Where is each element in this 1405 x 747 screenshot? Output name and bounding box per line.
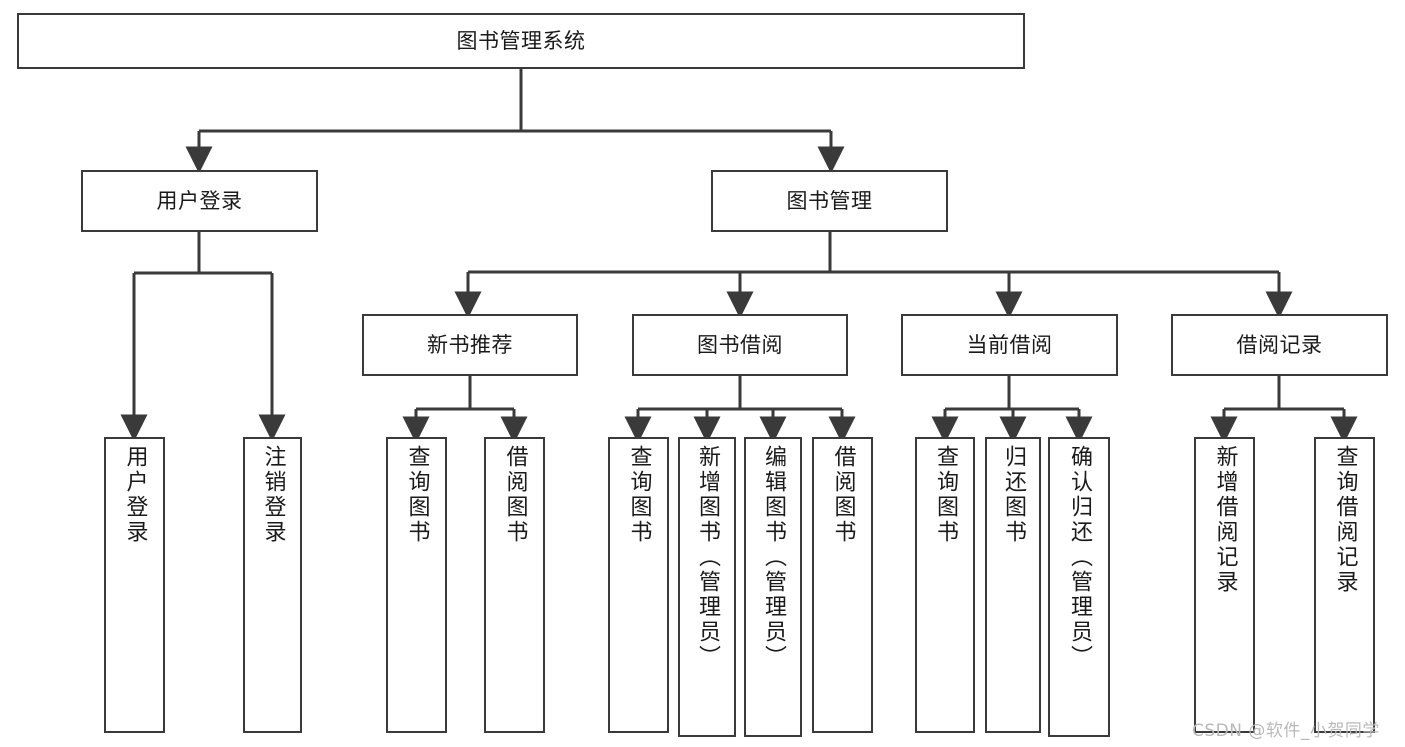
node-leaf-confirm-return[interactable]: 确认归还（管理员） [1048,437,1110,737]
node-leaf-query-record-label: 查询借阅记录 [1332,445,1358,595]
node-leaf-add-record-label: 新增借阅记录 [1212,445,1238,595]
node-current-borrow[interactable]: 当前借阅 [901,314,1118,376]
node-leaf-user-login[interactable]: 用户登录 [104,437,165,733]
node-leaf-query-book-2[interactable]: 查询图书 [608,437,669,733]
node-leaf-query-book-1-label: 查询图书 [404,445,430,545]
node-leaf-query-record[interactable]: 查询借阅记录 [1314,437,1375,733]
node-leaf-add-book-label: 新增图书（管理员） [695,445,720,670]
node-book-borrow-label: 图书借阅 [697,332,783,357]
node-current-borrow-label: 当前借阅 [966,332,1053,357]
node-leaf-user-login-label: 用户登录 [122,445,148,545]
node-leaf-borrow-book-1-label: 借阅图书 [502,445,528,545]
node-leaf-edit-book-label: 编辑图书（管理员） [761,445,786,670]
node-leaf-query-book-3-label: 查询图书 [933,445,958,545]
node-borrow-record[interactable]: 借阅记录 [1171,314,1388,376]
node-root[interactable]: 图书管理系统 [17,13,1025,69]
node-user-login-label: 用户登录 [156,188,243,213]
node-book-manage[interactable]: 图书管理 [711,170,948,232]
node-borrow-record-label: 借阅记录 [1236,332,1323,357]
node-book-borrow[interactable]: 图书借阅 [632,314,848,376]
node-leaf-return-book[interactable]: 归还图书 [985,437,1041,733]
node-new-book-recommend-label: 新书推荐 [427,332,513,357]
csdn-watermark: CSDN @软件_小贺同学 [1192,721,1380,741]
node-new-book-recommend[interactable]: 新书推荐 [362,314,578,376]
node-leaf-borrow-book-2[interactable]: 借阅图书 [812,437,873,733]
node-leaf-query-book-2-label: 查询图书 [626,445,652,545]
node-leaf-edit-book[interactable]: 编辑图书（管理员） [744,437,802,737]
node-book-manage-label: 图书管理 [786,188,873,213]
node-leaf-add-book[interactable]: 新增图书（管理员） [678,437,736,737]
node-leaf-borrow-book-1[interactable]: 借阅图书 [484,437,545,733]
node-root-label: 图书管理系统 [456,28,586,53]
node-user-login[interactable]: 用户登录 [81,170,318,232]
node-leaf-return-book-label: 归还图书 [1001,445,1026,545]
node-leaf-confirm-return-label: 确认归还（管理员） [1067,445,1092,670]
node-leaf-borrow-book-2-label: 借阅图书 [830,445,856,545]
node-leaf-add-record[interactable]: 新增借阅记录 [1194,437,1255,733]
node-leaf-logout-label: 注销登录 [260,445,286,545]
node-leaf-query-book-1[interactable]: 查询图书 [386,437,447,733]
node-leaf-logout[interactable]: 注销登录 [243,437,302,733]
node-leaf-query-book-3[interactable]: 查询图书 [915,437,975,733]
